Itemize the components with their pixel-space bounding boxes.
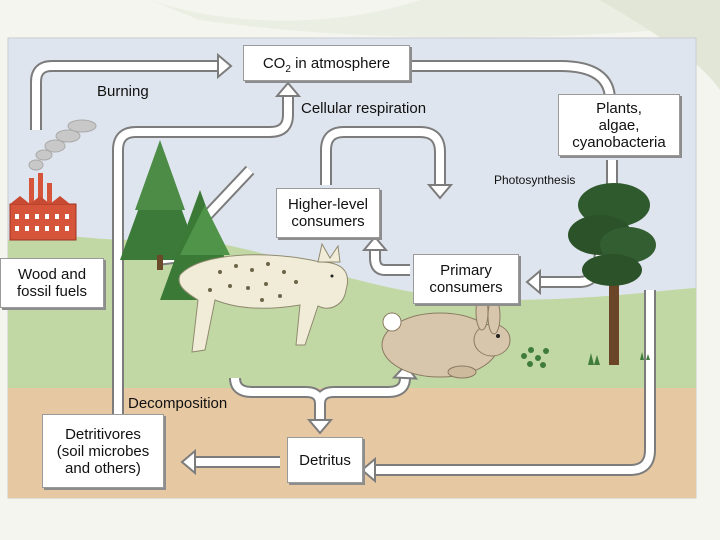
arrowhead bbox=[217, 52, 233, 80]
higher-consumers-line-1: Higher-level bbox=[287, 196, 369, 213]
plants-line-2: algae, bbox=[598, 116, 640, 134]
arrowhead bbox=[180, 448, 196, 476]
primary-consumers-line-2: consumers bbox=[429, 279, 503, 296]
arrow-body bbox=[32, 62, 218, 130]
arrowhead bbox=[360, 456, 376, 484]
higher-consumers-line-2: consumers bbox=[291, 213, 365, 230]
co2-suffix: in atmosphere bbox=[290, 54, 391, 72]
wood-fuels-line-1: Wood and bbox=[17, 266, 87, 283]
arrow-body bbox=[114, 96, 292, 415]
detritivores-line-1: Detritivores bbox=[65, 425, 141, 443]
co2-text: CO bbox=[262, 54, 286, 72]
co2-atmosphere-box: CO2 in atmosphere bbox=[243, 45, 410, 81]
primary-consumers-line-1: Primary bbox=[440, 262, 492, 279]
factory-icon bbox=[9, 173, 77, 241]
cellular-respiration-label: Cellular respiration bbox=[301, 100, 427, 117]
arrowhead bbox=[306, 419, 334, 435]
burning-label: Burning bbox=[97, 83, 149, 100]
wood-fuels-line-2: fossil fuels bbox=[16, 283, 88, 300]
arrowhead bbox=[274, 81, 302, 97]
arrow-body bbox=[375, 290, 654, 474]
wood-fuels-box: Wood and fossil fuels bbox=[0, 258, 104, 308]
smoke-icon bbox=[28, 119, 97, 171]
detritus-box: Detritus bbox=[287, 437, 363, 483]
lynx-icon bbox=[178, 242, 348, 353]
background-decoration bbox=[150, 0, 720, 90]
arrow-body bbox=[371, 250, 410, 274]
arrow-body bbox=[322, 128, 444, 185]
plant-sprout-icon bbox=[521, 347, 650, 368]
photosynthesis-label: Photosynthesis bbox=[494, 173, 576, 187]
plants-box: Plants, algae, cyanobacteria bbox=[558, 94, 680, 156]
plants-line-3: cyanobacteria bbox=[572, 133, 666, 151]
primary-consumers-box: Primary consumers bbox=[413, 254, 519, 304]
detritivores-line-2: (soil microbes bbox=[56, 442, 150, 460]
deciduous-tree-icon bbox=[568, 183, 656, 365]
arrowhead bbox=[525, 268, 541, 296]
co2-subscript: 2 bbox=[285, 63, 291, 75]
rabbit-icon bbox=[381, 293, 511, 379]
decomposition-label: Decomposition bbox=[128, 395, 228, 412]
detritivores-box: Detritivores (soil microbes and others) bbox=[42, 414, 164, 488]
higher-consumers-box: Higher-level consumers bbox=[276, 188, 380, 238]
arrowhead bbox=[361, 235, 389, 251]
detritivores-line-3: and others) bbox=[65, 459, 141, 477]
arrowhead bbox=[426, 184, 454, 200]
plants-line-1: Plants, bbox=[596, 99, 642, 117]
detritus-text: Detritus bbox=[299, 451, 351, 469]
